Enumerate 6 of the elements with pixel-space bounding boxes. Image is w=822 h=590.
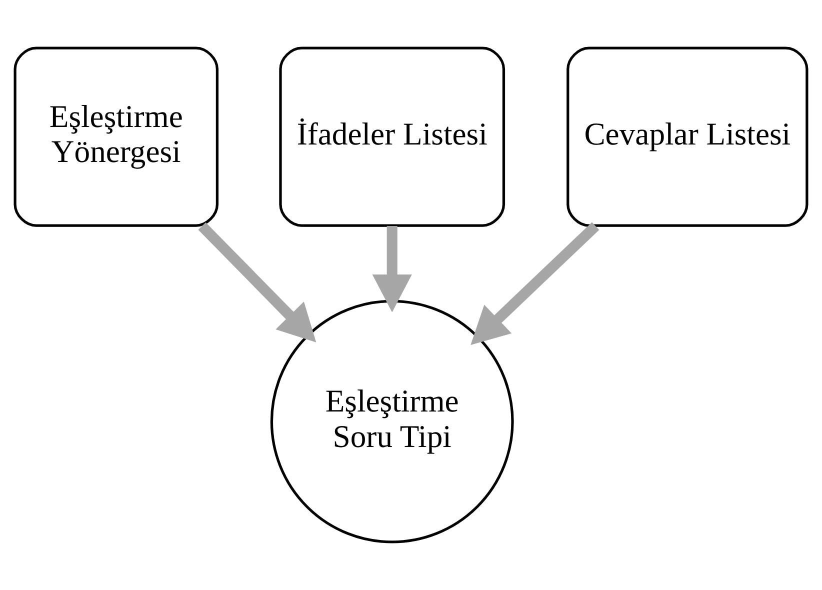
node-box: İfadeler Listesi <box>279 46 506 227</box>
arrow <box>372 226 412 312</box>
node-box: Eşleştirme Yönergesi <box>14 46 219 227</box>
arrow <box>198 222 316 342</box>
arrow <box>470 222 600 346</box>
node-box: Cevaplar Listesi <box>566 46 808 227</box>
